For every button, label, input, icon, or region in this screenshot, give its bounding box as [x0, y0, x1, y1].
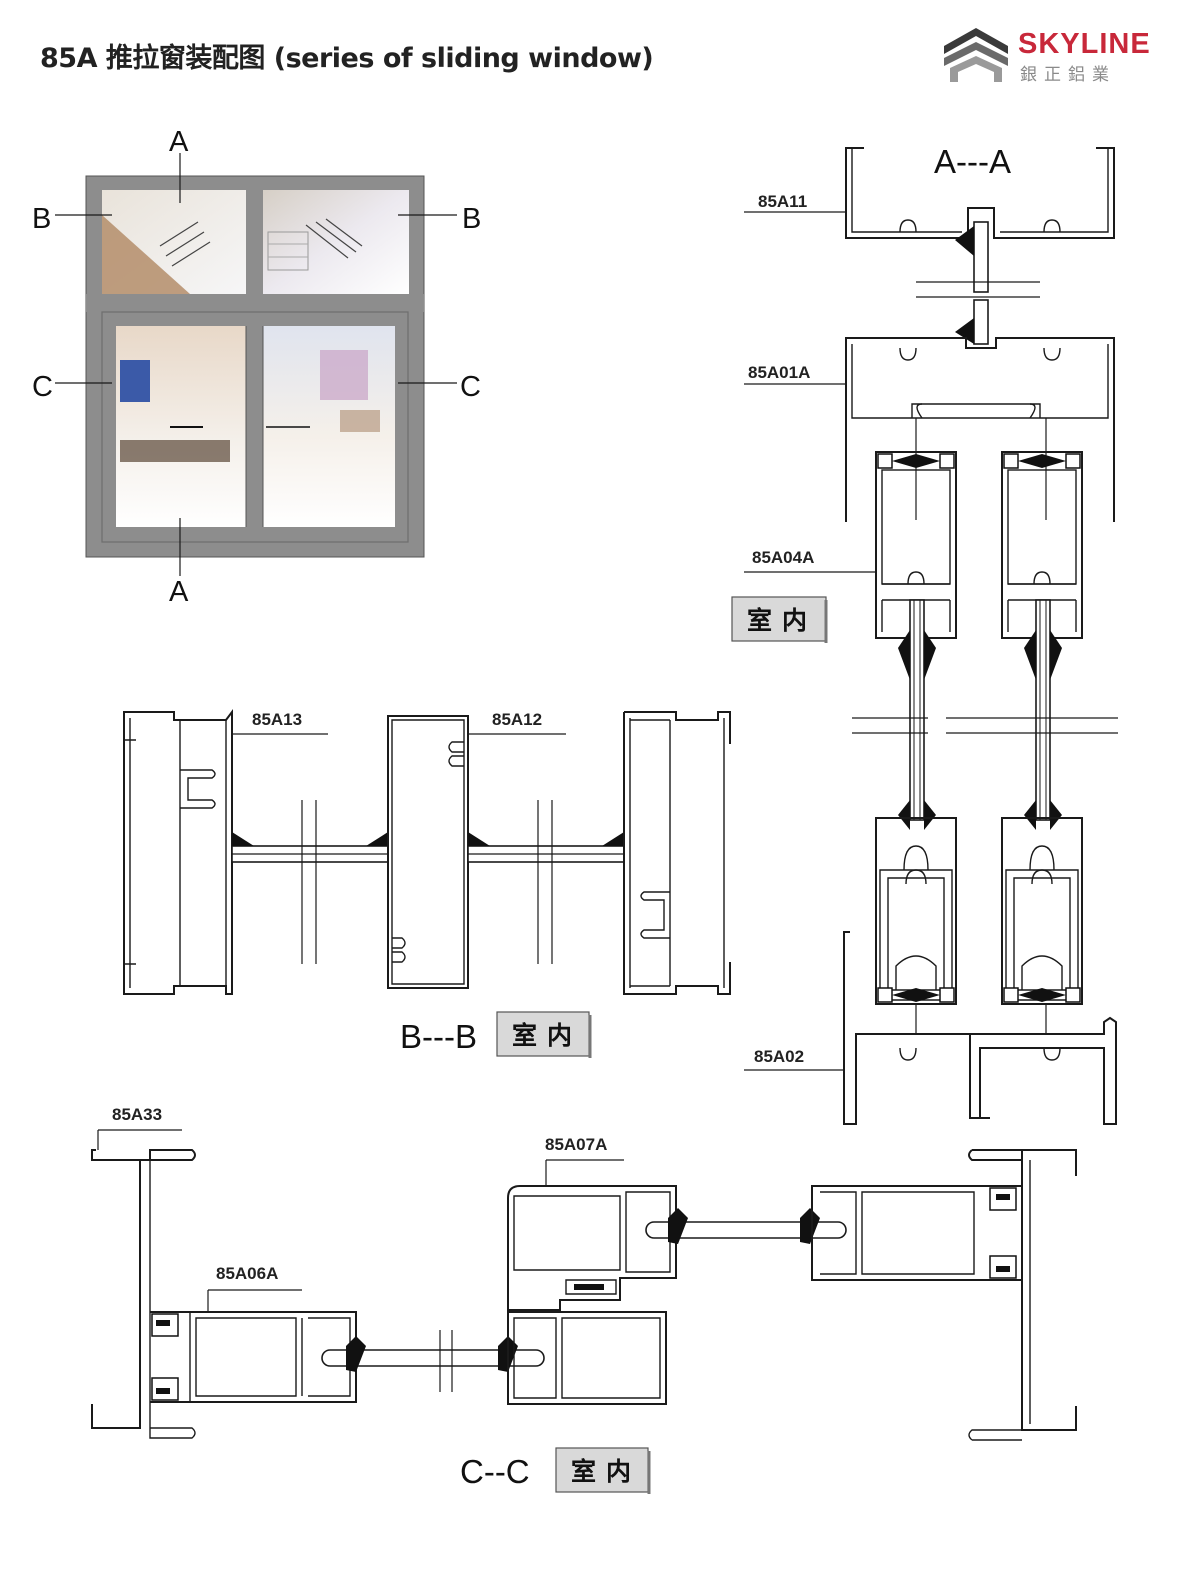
indoor-badge-bb: 室内 — [496, 1011, 592, 1058]
label-85a33: 85A33 — [112, 1105, 162, 1124]
brand-name: SKYLINE — [1018, 28, 1151, 60]
skyline-logo-icon — [944, 28, 1008, 82]
section-mark-b-left: B — [32, 203, 51, 235]
section-cc-title: C--C — [460, 1453, 530, 1490]
indoor-badge-cc-text: 室内 — [571, 1457, 641, 1486]
section-bb-title: B---B — [400, 1018, 477, 1055]
section-bb — [123, 709, 731, 995]
label-85a11: 85A11 — [758, 192, 807, 211]
brand-subtitle: 銀正鋁業 — [1020, 65, 1116, 85]
section-mark-c-right: C — [460, 371, 481, 403]
section-mark-a-top: A — [169, 126, 189, 158]
label-85a07a: 85A07A — [545, 1135, 607, 1154]
indoor-badge-cc: 室内 — [555, 1447, 651, 1494]
transom-pane-right — [263, 190, 409, 294]
label-85a12: 85A12 — [492, 710, 542, 729]
label-85a01a: 85A01A — [748, 363, 810, 382]
label-85a06a: 85A06A — [216, 1264, 278, 1283]
page-title: 85A 推拉窗装配图 (series of sliding window) — [40, 43, 654, 74]
section-mark-b-right: B — [462, 203, 481, 235]
label-85a04a: 85A04A — [752, 548, 814, 567]
section-mark-c-left: C — [32, 371, 53, 403]
label-85a13: 85A13 — [252, 710, 302, 729]
window-elevation — [55, 153, 457, 576]
label-85a02: 85A02 — [754, 1047, 804, 1066]
section-mark-a-bottom: A — [169, 576, 189, 608]
section-cc — [91, 1129, 1077, 1441]
brand-logo: SKYLINE 銀正鋁業 — [940, 22, 1160, 92]
indoor-badge-aa-text: 室内 — [747, 606, 817, 635]
section-aa-title: A---A — [934, 143, 1011, 180]
indoor-badge-bb-text: 室内 — [512, 1021, 582, 1050]
indoor-badge-aa: 室内 — [731, 596, 828, 643]
section-aa — [744, 147, 1118, 1125]
